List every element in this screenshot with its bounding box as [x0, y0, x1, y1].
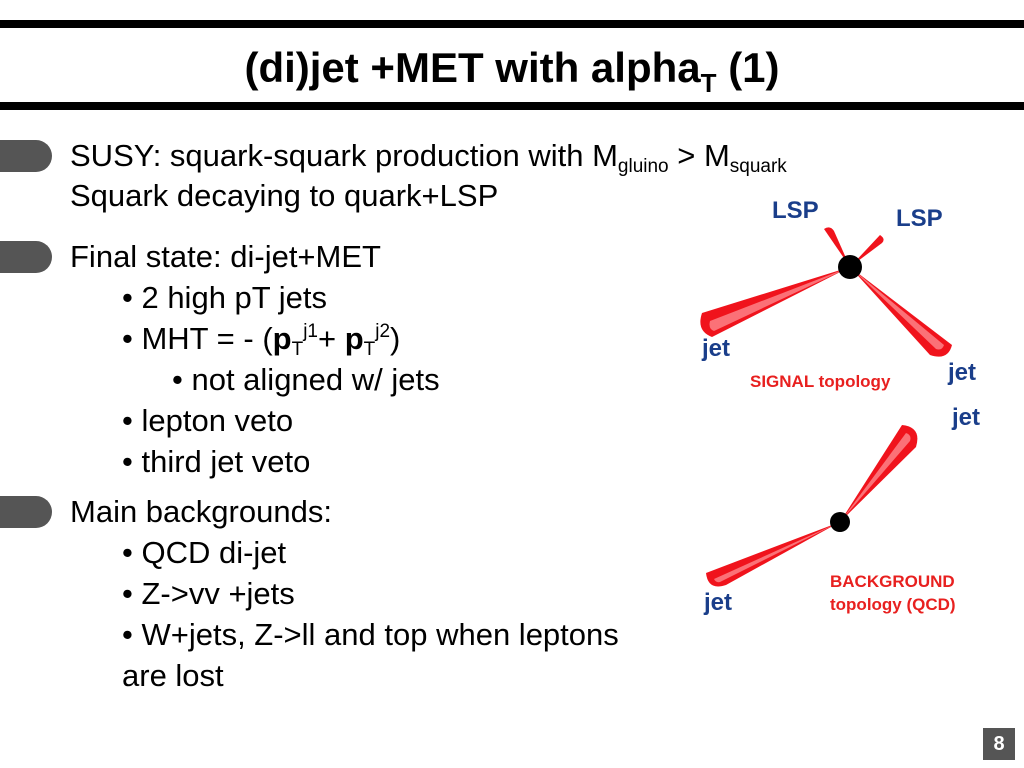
title-bar: (di)jet +MET with alphaT (1) — [0, 20, 1024, 110]
bg-jet-top-label: jet — [951, 404, 980, 431]
bg-vertex — [830, 512, 850, 532]
signal-caption: SIGNAL topology — [750, 372, 891, 391]
signal-jet-left-label: jet — [701, 335, 730, 362]
bg-item-wjets-line2: are lost — [122, 658, 224, 693]
final-item-not-aligned: • not aligned w/ jets — [172, 362, 440, 397]
susy-line-2: Squark decaying to quark+LSP — [70, 178, 499, 213]
final-state-heading: Final state: di-jet+MET — [70, 239, 381, 274]
slide-title: (di)jet +MET with alphaT (1) — [244, 44, 780, 98]
final-item-lepton-veto: • lepton veto — [122, 403, 294, 438]
title-rule-top — [0, 20, 1024, 28]
page-number: 8 — [983, 728, 1015, 760]
signal-lsp-right-label: LSP — [896, 205, 943, 232]
final-item-jets: • 2 high pT jets — [122, 280, 328, 315]
bullet-marker-final-state — [0, 241, 52, 273]
signal-vertex — [838, 255, 862, 279]
bg-caption-line2: topology (QCD) — [830, 595, 956, 614]
final-item-mht: • MHT = - (pTj1+ pTj2) — [122, 321, 401, 360]
bg-item-wjets-line1: • W+jets, Z->ll and top when leptons — [122, 617, 619, 652]
final-item-third-jet-veto: • third jet veto — [122, 444, 311, 479]
signal-jet-cone-left-highlight — [709, 267, 850, 331]
signal-topology — [700, 227, 952, 357]
backgrounds-heading: Main backgrounds: — [70, 494, 332, 529]
bg-jet-cone-bottom-highlight — [714, 522, 840, 583]
topology-diagram: LSP LSP jet jet SIGNAL topology jet jet … — [700, 197, 980, 616]
bullet-marker-susy — [0, 140, 52, 172]
bg-item-qcd: • QCD di-jet — [122, 535, 287, 570]
signal-jet-right-label: jet — [947, 359, 976, 386]
bullet-marker-backgrounds — [0, 496, 52, 528]
title-rule-bottom — [0, 102, 1024, 110]
bg-caption-line1: BACKGROUND — [830, 572, 955, 591]
bg-item-zvv: • Z->vv +jets — [122, 576, 295, 611]
bg-jet-cone-top-highlight — [840, 433, 911, 522]
bg-jet-bottom-label: jet — [703, 589, 732, 616]
susy-line-1: SUSY: squark-squark production with Mglu… — [70, 138, 787, 177]
background-topology — [706, 425, 918, 587]
signal-lsp-left-label: LSP — [772, 197, 819, 224]
signal-jet-cone-right-highlight — [850, 267, 944, 350]
